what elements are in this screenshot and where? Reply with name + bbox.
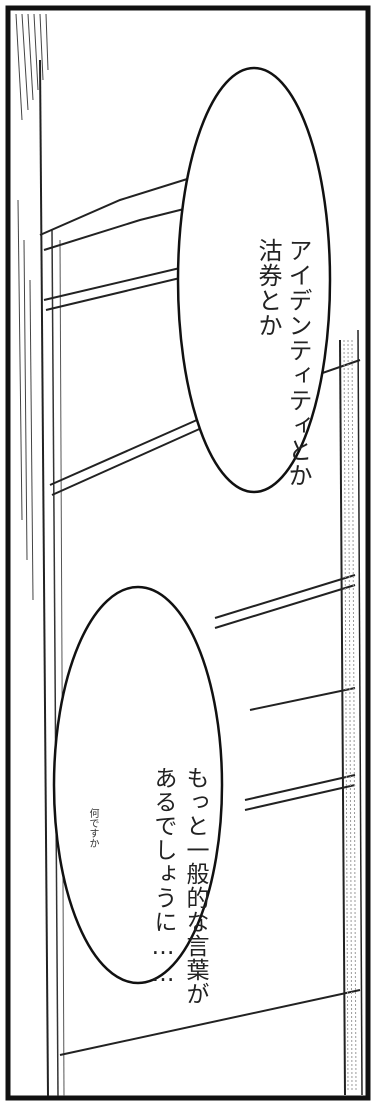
speech-bubble xyxy=(176,66,332,494)
aside-handwritten-text: 何ですか xyxy=(87,808,98,848)
speech-bubble-1-text: アイデンティティとか 沽券とか xyxy=(223,122,343,488)
bubble-1-line-2: 沽券とか xyxy=(254,238,282,338)
bubble-2-line-1: もっと一般的な言葉が xyxy=(182,766,208,1006)
speech-bubble-2-text: もっと一般的な言葉が あるでしょうに…… xyxy=(115,658,243,1006)
door-frame-line xyxy=(59,239,65,1097)
door-frame-line xyxy=(51,229,59,1097)
bubble-2-line-2: あるでしょうに…… xyxy=(150,766,176,988)
hatch-lines xyxy=(15,13,49,601)
bubble-1-line-1: アイデンティティとか xyxy=(284,238,312,488)
speech-bubble xyxy=(52,585,224,985)
door-frame-line xyxy=(39,59,49,1097)
right-pillar xyxy=(343,339,357,1091)
